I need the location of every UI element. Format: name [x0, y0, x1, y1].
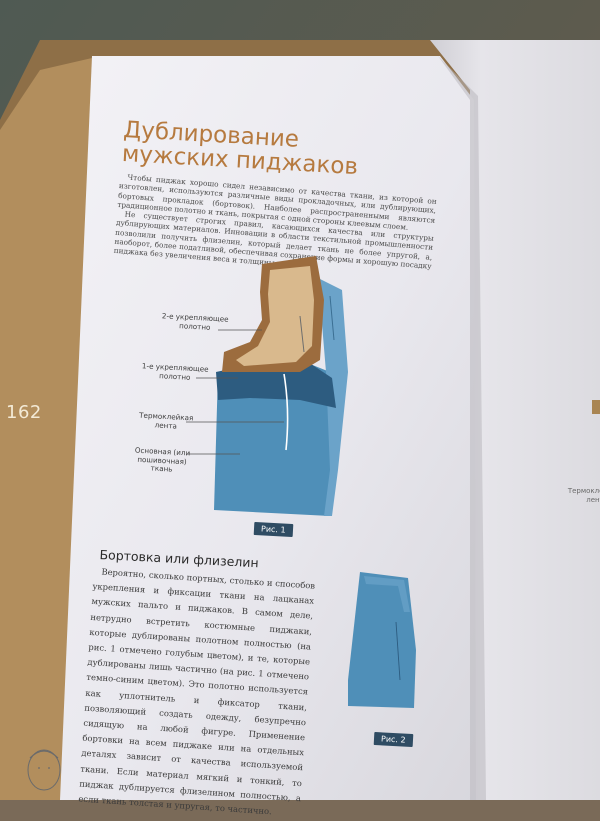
- right-page-fragment: Термоклей лента: [548, 487, 600, 504]
- section-paragraph: Вероятно, сколько портных, столько и спо…: [78, 566, 316, 817]
- label-interlining-1: 1-е укрепляющее полотно: [141, 361, 209, 382]
- figure-2-panel: [348, 572, 416, 708]
- right-fragment-line: лента: [586, 495, 600, 504]
- interlining-2-panel: [236, 266, 314, 366]
- right-fragment-line: Термоклей: [567, 487, 600, 495]
- portrait-sketch: [27, 749, 61, 791]
- right-page-tab: [592, 400, 600, 414]
- label-main-fabric: Основная (или пошивочная) ткань: [134, 445, 191, 474]
- edge-stitch: [329, 295, 335, 341]
- label-interlining-2: 2-е укрепляющее полотно: [161, 311, 229, 332]
- page-number: 162: [6, 402, 42, 423]
- figure-1-diagram: [27, 256, 416, 791]
- dart-line: [299, 315, 305, 353]
- figure-1-caption: Рис. 1: [253, 521, 293, 538]
- gutter-shadow: [438, 56, 486, 800]
- figure-2-highlight: [364, 576, 410, 612]
- tape-line: [283, 373, 289, 451]
- figure-2-dart: [395, 621, 401, 681]
- figure-2-caption: Рис. 2: [373, 731, 413, 748]
- section-body: Вероятно, сколько портных, столько и спо…: [78, 564, 316, 821]
